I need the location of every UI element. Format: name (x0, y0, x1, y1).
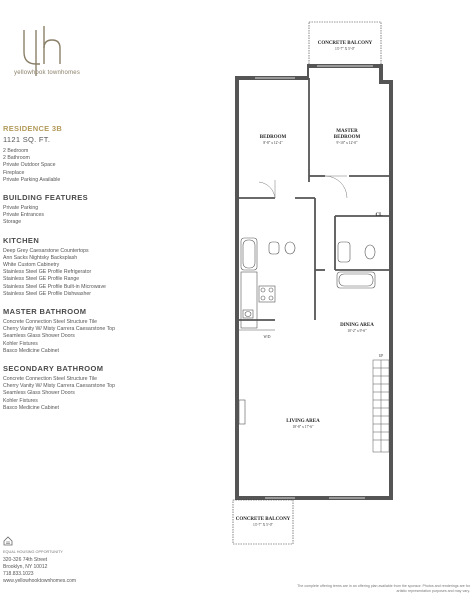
balcony-bottom: CONCRETE BALCONY 13'-7" X 5'-0" (232, 499, 294, 545)
staircase (372, 359, 390, 453)
section-item: Deep Grey Caesarstone Countertops (3, 247, 89, 254)
section-item: Cherry Vanity W/ Misty Carrera Caesarsto… (3, 383, 115, 390)
section-item: Seamless Glass Shower Doors (3, 390, 75, 397)
fireplace (238, 399, 246, 425)
website-link: www.yellowhooktownhomes.com (3, 578, 77, 584)
residence-features: 2 Bedroom 2 Bathroom Private Outdoor Spa… (3, 148, 203, 184)
feature-item: 2 Bedroom (3, 148, 29, 154)
bedroom-dim: 8'-8" x 12'-4" (263, 141, 283, 145)
section-item: Private Parking (3, 205, 39, 212)
residence-title: RESIDENCE 3B (3, 124, 63, 133)
living-area-dim: 18'-8" x 17'-6" (293, 425, 315, 429)
section-item: Storage (3, 219, 22, 226)
section-item: Basco Medicine Cabinet (3, 404, 59, 411)
residence-info: RESIDENCE 3B 1121 SQ. FT. 2 Bedroom 2 Ba… (3, 124, 203, 412)
equal-housing-text: EQUAL HOUSING OPPORTUNITY (3, 550, 63, 554)
stair-up-label: UP (379, 354, 384, 358)
balcony-top: CONCRETE BALCONY 13'-7" X 5'-0" (308, 21, 382, 67)
section-item: Basco Medicine Cabinet (3, 347, 59, 354)
section-master-bathroom: MASTER BATHROOM Concrete Connection Stee… (3, 307, 203, 355)
section-item: Cherry Vanity W/ Misty Carrera Caesarsto… (3, 326, 115, 333)
kitchen-counter (239, 271, 276, 331)
section-item: Concrete Connection Steel Structure Tile (3, 376, 97, 383)
balcony-top-label: CONCRETE BALCONY (318, 41, 373, 46)
section-kitchen: KITCHEN Deep Grey Caesarstone Countertop… (3, 236, 203, 298)
brand-name: yellowhook townhomes (14, 70, 81, 76)
dining-area-dim: 10'-2" x 9'-6" (347, 329, 367, 333)
feature-item: 2 Bathroom (3, 155, 30, 162)
closet-label: CL (376, 213, 384, 218)
section-heading: BUILDING FEATURES (3, 193, 88, 203)
equal-housing-icon (3, 536, 13, 546)
floor-area (239, 68, 389, 496)
section-secondary-bathroom: SECONDARY BATHROOM Concrete Connection S… (3, 364, 203, 412)
section-item: Concrete Connection Steel Structure Tile (3, 319, 97, 326)
section-heading: MASTER BATHROOM (3, 307, 87, 317)
washer-dryer-label: W/D (264, 335, 271, 339)
section-item: Seamless Glass Shower Doors (3, 333, 75, 340)
section-heading: SECONDARY BATHROOM (3, 364, 104, 374)
floor-plan: CONCRETE BALCONY 13'-7" X 5'-0" BEDROOM … (232, 21, 393, 545)
section-item: White Custom Cabinetry (3, 262, 60, 269)
address-line: 320-326 74th Street (3, 557, 48, 563)
feature-item: Private Outdoor Space (3, 162, 56, 169)
feature-item: Private Parking Available (3, 176, 61, 183)
section-item: Private Entrances (3, 212, 44, 219)
section-item: Ann Sacks Nightsky Backsplash (3, 254, 78, 261)
bathroom-fixtures (240, 237, 376, 289)
balcony-bottom-label: CONCRETE BALCONY (236, 517, 291, 522)
doors (258, 175, 348, 199)
windows (255, 65, 373, 499)
brand-monogram-logo (23, 26, 61, 76)
section-item: Stainless Steel GE Profile Range (3, 276, 80, 283)
bedroom-label: BEDROOM (260, 135, 287, 140)
section-heading: KITCHEN (3, 235, 40, 245)
section-item: Stainless Steel GE Profile Refrigerator (3, 269, 92, 276)
master-bedroom-dim: 9'-10" x 12'-0" (337, 141, 359, 145)
section-building-features: BUILDING FEATURES Private Parking Privat… (3, 193, 203, 227)
balcony-top-dim: 13'-7" X 5'-0" (335, 47, 356, 51)
address-block: 320-326 74th Street Brooklyn, NY 10012 7… (3, 557, 76, 585)
dining-area-label: DINING AREA (340, 323, 374, 328)
balcony-bottom-dim: 13'-7" X 5'-0" (253, 523, 274, 527)
living-area-label: LIVING AREA (286, 419, 320, 424)
section-item: Kohler Fixtures (3, 340, 38, 347)
disclaimer-text: The complete offering terms are in an of… (297, 584, 470, 593)
feature-item: Fireplace (3, 169, 25, 176)
residence-size: 1121 SQ. FT. (3, 135, 51, 144)
master-bedroom-label-2: BEDROOM (334, 135, 361, 140)
interior-walls (239, 78, 389, 321)
section-item: Kohler Fixtures (3, 397, 38, 404)
section-item: Stainless Steel GE Profile Dishwasher (3, 290, 91, 297)
address-line: Brooklyn, NY 10012 (3, 564, 48, 570)
master-bedroom-label: MASTER (336, 129, 358, 134)
phone-number: 718.833.1023 (3, 571, 34, 577)
section-item: Stainless Steel GE Profile Built-in Micr… (3, 283, 106, 290)
